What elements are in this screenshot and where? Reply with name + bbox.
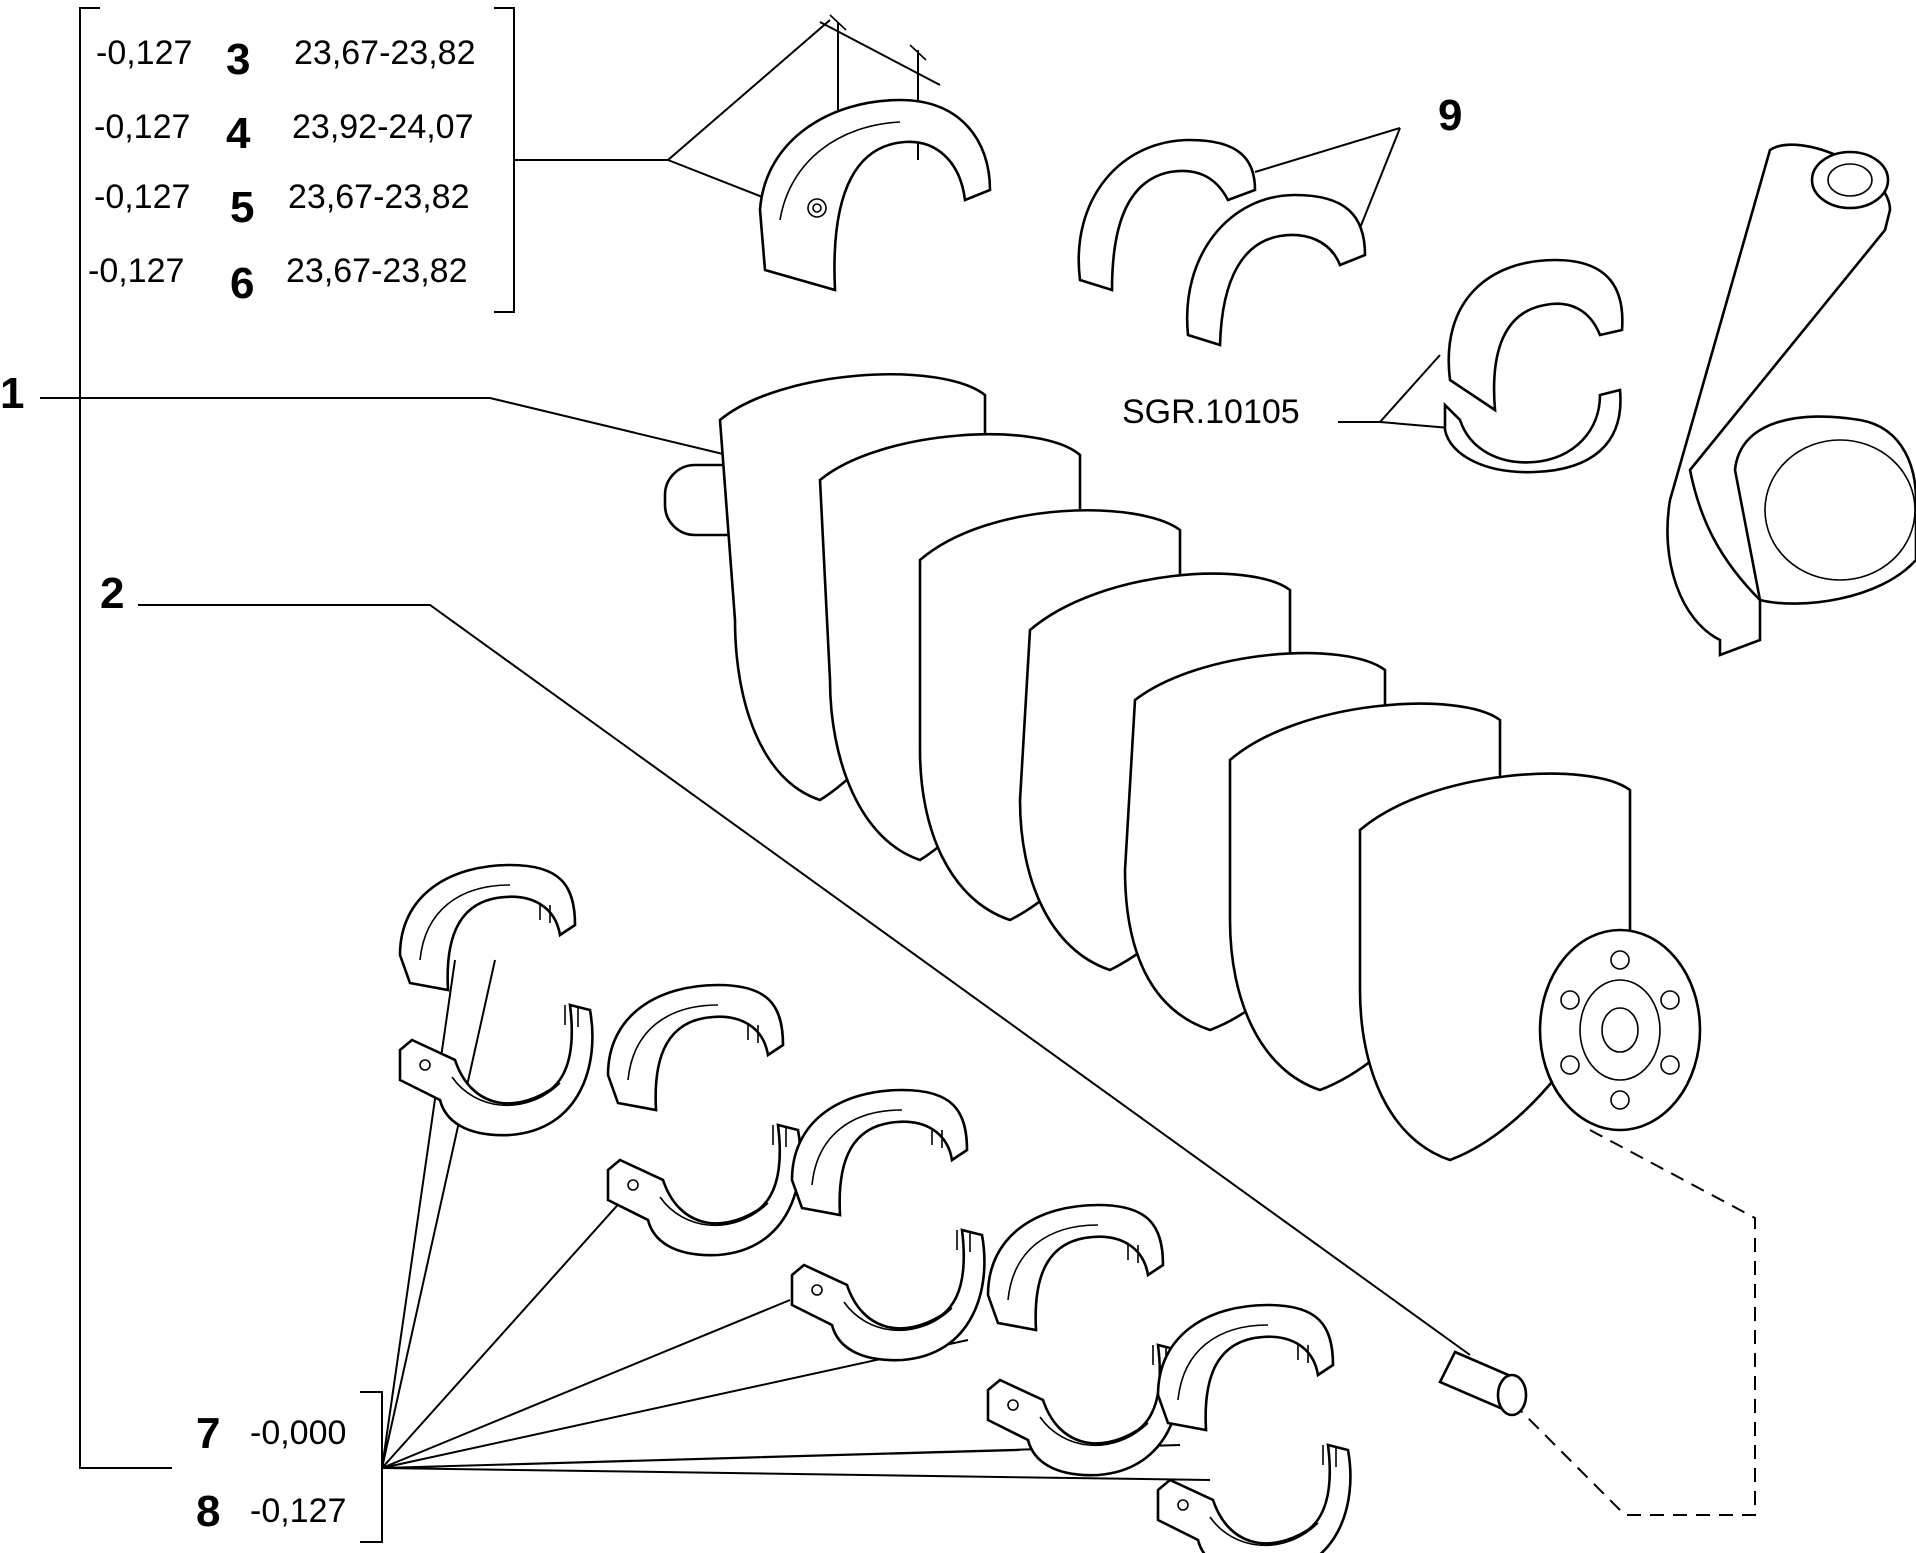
bottom-row-code: -0,127 (250, 1492, 347, 1530)
top-row-num: 4 (226, 109, 251, 158)
top-row-num: 6 (230, 259, 255, 308)
callout-1: 1 (0, 369, 25, 418)
top-row-code: -0,127 (96, 34, 193, 72)
crankshaft (663, 372, 1702, 1162)
thrust-washers (1077, 138, 1367, 347)
big-end-bearing (1443, 258, 1624, 474)
reference-code: SGR.10105 (1122, 393, 1300, 431)
connecting-rod (1666, 143, 1916, 657)
top-row-num: 3 (226, 35, 251, 84)
thrust-bearing-shell (758, 98, 992, 292)
callout-2: 2 (100, 569, 125, 618)
top-row-range: 23,67-23,82 (288, 178, 470, 216)
bottom-row-code: -0,000 (250, 1414, 347, 1452)
callout-9: 9 (1438, 91, 1463, 140)
top-row-num: 5 (230, 183, 255, 232)
bottom-row-num: 8 (196, 1487, 221, 1536)
top-row-code: -0,127 (94, 108, 191, 146)
top-row-range: 23,67-23,82 (286, 252, 468, 290)
dowel-pin (1438, 1350, 1528, 1417)
bottom-row-num: 7 (196, 1409, 221, 1458)
leader-lines (40, 19, 1756, 1516)
top-row-range: 23,67-23,82 (294, 34, 476, 72)
group-brackets (79, 7, 515, 1543)
top-row-range: 23,92-24,07 (292, 108, 474, 146)
top-row-code: -0,127 (94, 178, 191, 216)
top-row-code: -0,127 (88, 252, 185, 290)
